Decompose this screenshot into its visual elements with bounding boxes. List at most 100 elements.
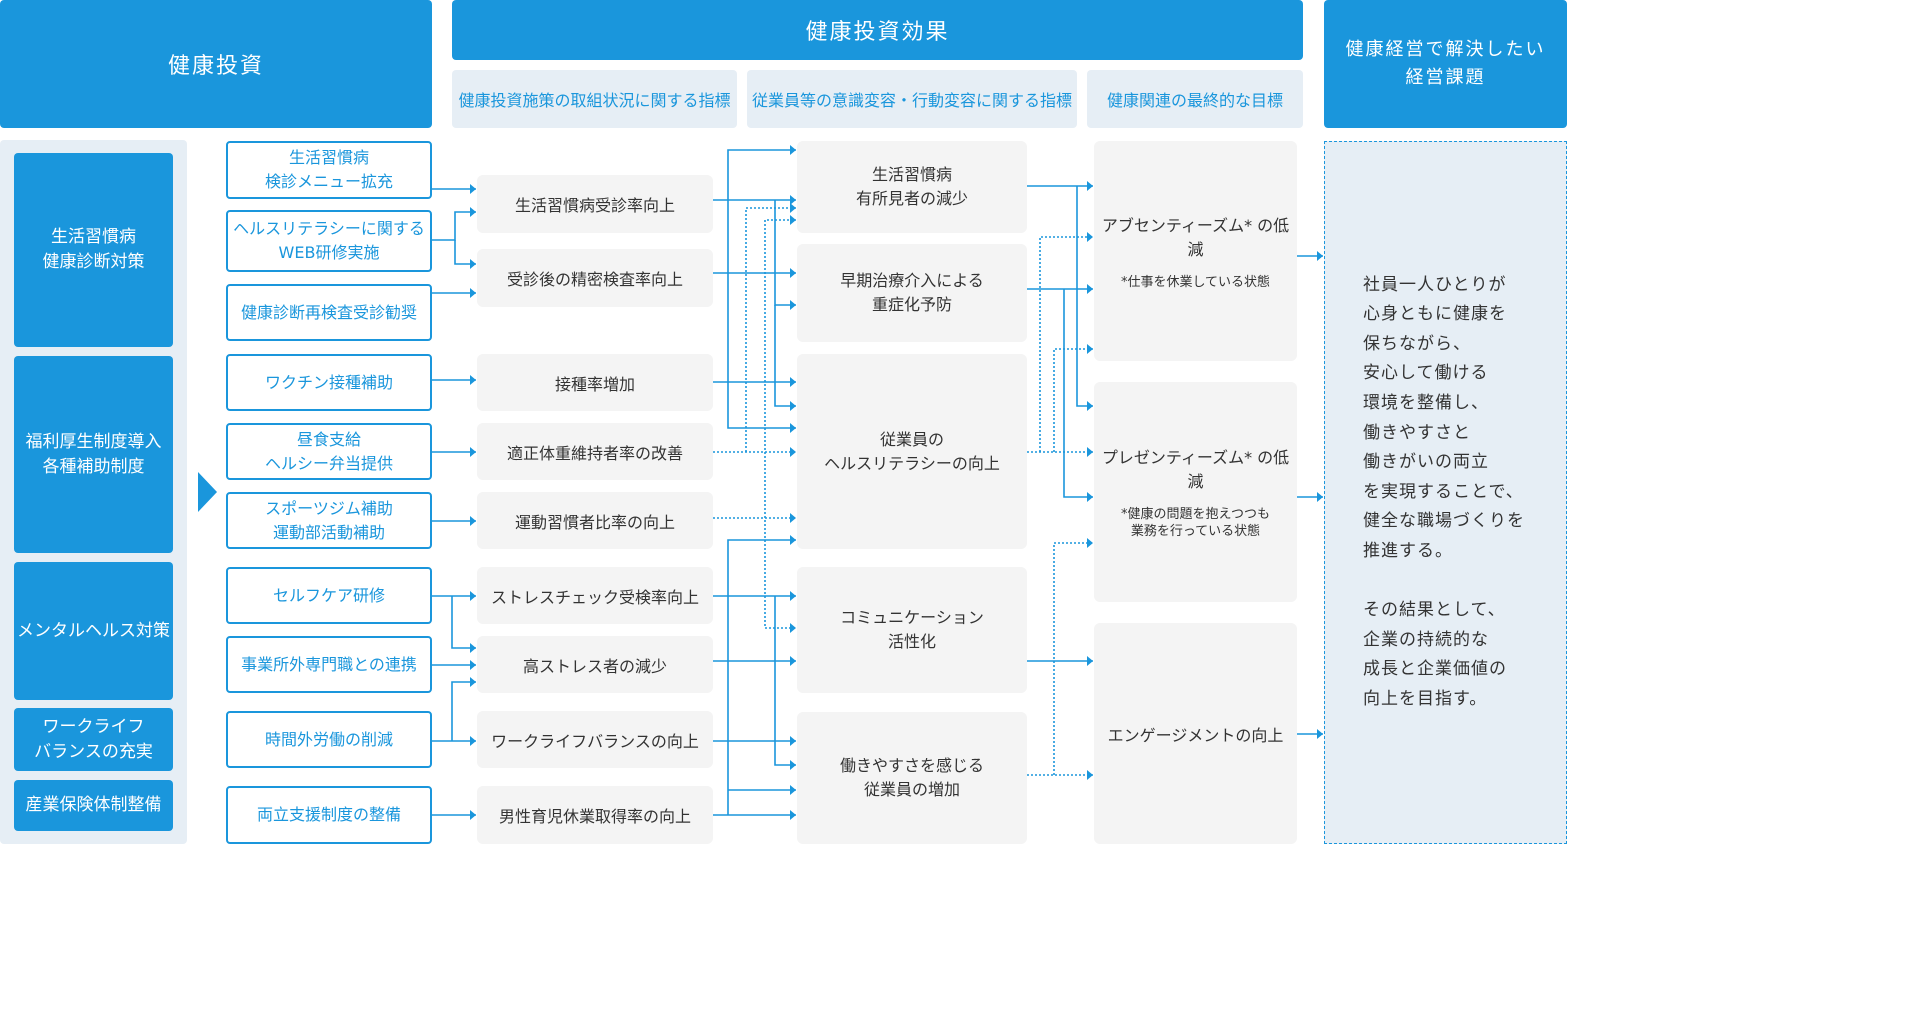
arrowhead-icon <box>470 591 476 601</box>
arrowhead-icon <box>470 643 476 653</box>
goal-presenteeism: プレゼンティーズム* の低減 *健康の問題を抱えつつも 業務を行っている状態 <box>1094 382 1297 602</box>
subheader-final-goals: 健康関連の最終的な目標 <box>1087 70 1303 128</box>
arrowhead-icon <box>790 623 796 633</box>
arrowhead-icon <box>470 288 476 298</box>
indicator-item: 接種率増加 <box>477 354 713 411</box>
measure-item: 時間外労働の削減 <box>226 711 432 768</box>
connector-line <box>432 211 476 241</box>
arrowhead-icon <box>790 591 796 601</box>
connector-line <box>451 681 476 741</box>
arrowhead-icon <box>790 535 796 545</box>
connector-line <box>745 207 796 452</box>
subheader-behavior-indicators: 従業員等の意識変容・行動変容に関する指標 <box>747 70 1077 128</box>
arrowhead-icon <box>1317 251 1323 261</box>
arrowhead-icon <box>790 401 796 411</box>
arrowhead-icon <box>1087 770 1093 780</box>
goal-title: エンゲージメントの向上 <box>1107 725 1284 745</box>
indicator-item: ストレスチェック受検率向上 <box>477 567 713 624</box>
connector-line <box>1053 542 1093 775</box>
arrowhead-icon <box>1317 729 1323 739</box>
arrowhead-icon <box>790 760 796 770</box>
measure-item: 健康診断再検査受診勧奨 <box>226 284 432 341</box>
arrowhead-icon <box>790 810 796 820</box>
arrowhead-icon <box>1087 181 1093 191</box>
goal-title: アブセンティーズム* の低減 <box>1101 215 1290 259</box>
connector-line <box>727 539 796 815</box>
header-management-issue: 健康経営で解決したい 経営課題 <box>1324 0 1567 128</box>
arrowhead-icon <box>1087 447 1093 457</box>
connector-line <box>454 240 476 265</box>
behavior-item: 早期治療介入による 重症化予防 <box>797 244 1027 342</box>
arrowhead-icon <box>470 375 476 385</box>
measure-item: ワクチン接種補助 <box>226 354 432 411</box>
behavior-item: 従業員の ヘルスリテラシーの向上 <box>797 354 1027 549</box>
arrowhead-icon <box>790 447 796 457</box>
category-occupational-health: 産業保険体制整備 <box>14 780 173 831</box>
measure-item: セルフケア研修 <box>226 567 432 624</box>
goal-absenteeism: アブセンティーズム* の低減 *仕事を休業している状態 <box>1094 141 1297 361</box>
triangle-arrow-icon <box>198 472 217 512</box>
connector-line <box>764 219 796 518</box>
arrowhead-icon <box>790 656 796 666</box>
connector-line <box>774 596 796 766</box>
arrowhead-icon <box>1087 656 1093 666</box>
header-investment-effect: 健康投資効果 <box>452 0 1303 60</box>
measure-item: 両立支援制度の整備 <box>226 786 432 844</box>
measure-item: ヘルスリテラシーに関する WEB研修実施 <box>226 210 432 272</box>
arrowhead-icon <box>470 677 476 687</box>
goal-note: *仕事を休業している状態 <box>1120 274 1271 290</box>
goal-engagement: エンゲージメントの向上 <box>1094 623 1297 844</box>
connector-line <box>1076 186 1093 407</box>
arrowhead-icon <box>470 184 476 194</box>
indicator-item: 高ストレス者の減少 <box>477 636 713 693</box>
connector-line <box>1039 236 1093 452</box>
arrowhead-icon <box>470 810 476 820</box>
connector-line <box>451 596 476 649</box>
measure-item: 生活習慣病 検診メニュー拡充 <box>226 141 432 199</box>
measure-item: 昼食支給 ヘルシー弁当提供 <box>226 423 432 480</box>
connector-line <box>1063 289 1093 498</box>
arrowhead-icon <box>470 736 476 746</box>
arrowhead-icon <box>790 268 796 278</box>
arrowhead-icon <box>470 516 476 526</box>
behavior-item: 働きやすさを感じる 従業員の増加 <box>797 712 1027 844</box>
arrowhead-icon <box>1087 538 1093 548</box>
arrowhead-icon <box>1087 401 1093 411</box>
measure-item: 事業所外専門職との連携 <box>226 636 432 693</box>
arrowhead-icon <box>790 203 796 213</box>
arrowhead-icon <box>1087 232 1093 242</box>
arrowhead-icon <box>790 736 796 746</box>
indicator-item: 男性育児休業取得率の向上 <box>477 786 713 844</box>
category-welfare: 福利厚生制度導入 各種補助制度 <box>14 356 173 553</box>
subheader-initiative-indicators: 健康投資施策の取組状況に関する指標 <box>452 70 737 128</box>
goal-note: *健康の問題を抱えつつも 業務を行っている状態 <box>1120 507 1271 539</box>
arrowhead-icon <box>470 660 476 670</box>
indicator-item: ワークライフバランスの向上 <box>477 711 713 768</box>
arrowhead-icon <box>790 215 796 225</box>
arrowhead-icon <box>790 300 796 310</box>
measure-item: スポーツジム補助 運動部活動補助 <box>226 492 432 549</box>
connector-line <box>1053 348 1093 452</box>
arrowhead-icon <box>790 513 796 523</box>
behavior-item: コミュニケーション 活性化 <box>797 567 1027 693</box>
arrowhead-icon <box>790 145 796 155</box>
connector-line <box>774 305 796 407</box>
arrowhead-icon <box>1317 492 1323 502</box>
connector-line <box>727 382 796 429</box>
arrowhead-icon <box>1087 344 1093 354</box>
header-health-investment: 健康投資 <box>0 0 432 128</box>
management-issue-text: 社員一人ひとりが 心身ともに健康を 保ちながら、 安心して働ける 環境を整備し、… <box>1324 141 1567 844</box>
arrowhead-icon <box>790 785 796 795</box>
category-work-life-balance: ワークライフ バランスの充実 <box>14 708 173 771</box>
arrowhead-icon <box>470 259 476 269</box>
arrowhead-icon <box>790 377 796 387</box>
arrowhead-icon <box>1087 284 1093 294</box>
indicator-item: 適正体重維持者率の改善 <box>477 423 713 480</box>
connector-line <box>727 149 796 382</box>
arrowhead-icon <box>1087 492 1093 502</box>
indicator-item: 受診後の精密検査率向上 <box>477 249 713 307</box>
behavior-item: 生活習慣病 有所見者の減少 <box>797 141 1027 233</box>
category-lifestyle-disease: 生活習慣病 健康診断対策 <box>14 153 173 347</box>
arrowhead-icon <box>470 447 476 457</box>
